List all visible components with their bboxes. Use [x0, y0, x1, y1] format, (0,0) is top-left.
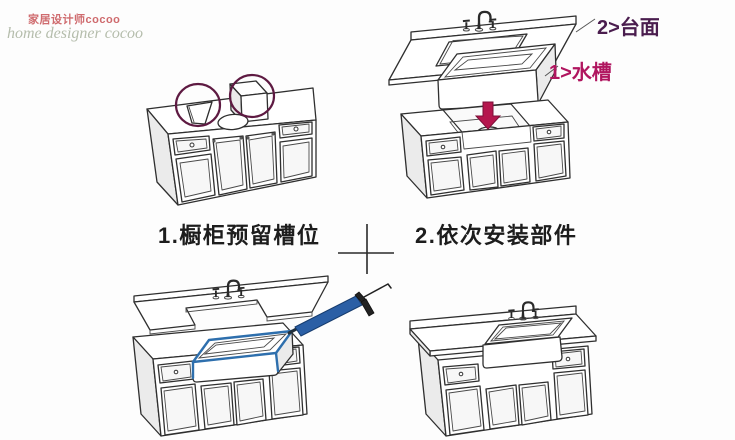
watermark-chinese: 家居设计师cocoo — [28, 14, 121, 26]
sink — [482, 317, 573, 369]
base-cabinet — [146, 80, 317, 206]
cabinet — [417, 337, 593, 437]
label-sink: 1>水槽 — [549, 62, 612, 84]
drawer-right — [278, 121, 313, 139]
step4-illustration — [409, 301, 597, 437]
leader-lines — [544, 18, 596, 77]
step1-illustration — [146, 73, 317, 206]
floating-countertop — [133, 275, 329, 335]
faucet-hole — [217, 113, 249, 131]
step2-illustration — [388, 10, 596, 199]
watermark-english: home designer cocoo — [7, 25, 143, 42]
drawer-left — [172, 135, 211, 156]
sink — [437, 43, 557, 110]
label-countertop: 2>台面 — [597, 17, 660, 39]
cabinet-doors — [175, 131, 313, 203]
step1-caption: 1.橱柜预留槽位 — [158, 223, 321, 248]
install-direction-arrow — [474, 101, 502, 130]
step3-illustration — [132, 275, 392, 437]
step2-caption: 2.依次安装部件 — [415, 223, 578, 248]
plus-divider — [338, 224, 394, 274]
caulk-gun-icon — [287, 283, 392, 337]
highlight-circles — [174, 73, 276, 128]
